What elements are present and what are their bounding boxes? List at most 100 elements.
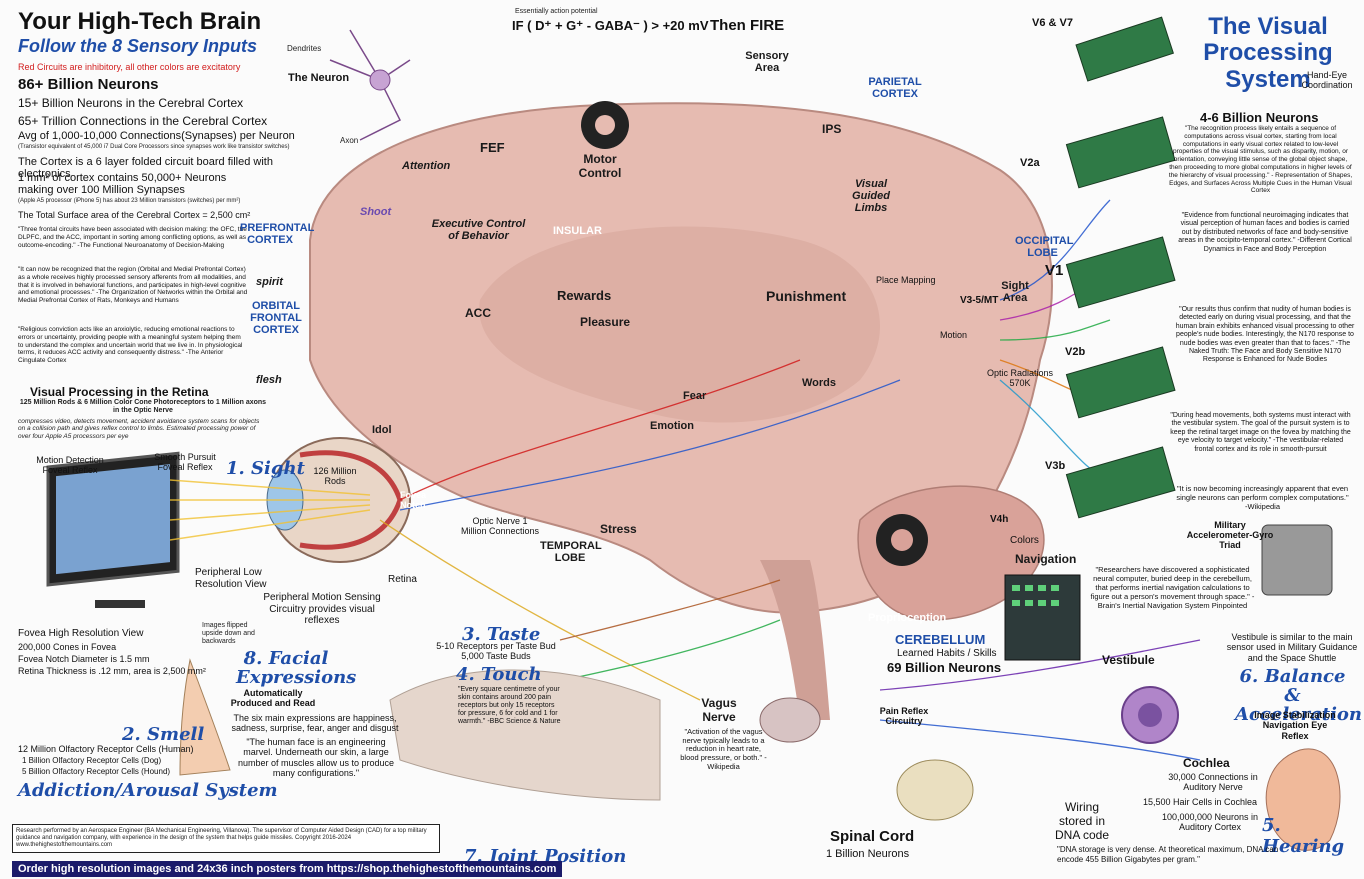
cerebellum-sub: Learned Habits / Skills <box>897 648 997 659</box>
page-title: Your High-Tech Brain <box>18 8 262 35</box>
spinal-cord-label: Spinal Cord <box>830 828 915 845</box>
cortex-line: The Cortex is a 6 layer folded circuit b… <box>18 156 273 180</box>
military-label: Military Accelerometer-Gyro Triad <box>1186 520 1274 550</box>
attention-label: Attention <box>402 160 451 172</box>
stat-line-1: 15+ Billion Neurons in the Cerebral Cort… <box>18 96 244 110</box>
visual-guided-label: Visual Guided Limbs <box>852 178 890 214</box>
cerebellum-neurons: 69 Billion Neurons <box>887 660 1002 675</box>
fovea-notch-label: Fovea Notch <box>400 490 427 511</box>
facial-sub: Automatically Produced and Read <box>230 688 316 709</box>
vp-title-line1: The Visual <box>1208 13 1328 40</box>
brain-stem <box>760 560 830 720</box>
vp-quote-2: "Evidence from functional neuroimaging i… <box>1178 212 1352 253</box>
vp-neurons: 4-6 Billion Neurons <box>1200 110 1319 125</box>
v6-v7-label: V6 & V7 <box>1032 17 1073 29</box>
cochlea-stat-3: 100,000,000 Neurons in Auditory Cortex <box>1161 812 1259 833</box>
neuron-label: The Neuron <box>288 72 350 84</box>
navigation-label: Navigation <box>1015 552 1077 566</box>
colors-label: Colors <box>1010 535 1039 546</box>
surface-area: The Total Surface area of the Cerebral C… <box>18 210 251 220</box>
stabilization-label: Image Stabilization Navigation Eye Refle… <box>1254 710 1336 741</box>
dna-wiring: Wiring stored in DNA code <box>1054 800 1110 842</box>
fear-label: Fear <box>683 390 707 402</box>
peripheral-motion-label: Peripheral Motion Sensing Circuitry prov… <box>263 592 381 626</box>
optic-radiations-label: Optic Radiations 570K <box>986 368 1054 389</box>
emotion-label: Emotion <box>650 420 694 432</box>
insular-label: INSULAR <box>553 225 602 237</box>
research-note: Research performed by an Aerospace Engin… <box>12 824 440 853</box>
sense-addiction: Addiction/Arousal System <box>18 780 278 801</box>
circuits-note: Red Circuits are inhibitory, all other c… <box>18 62 241 72</box>
left-quote-2: "It can now be recognized that the regio… <box>18 266 248 305</box>
vp-quote-3: "Our results thus confirm that nudity of… <box>1175 306 1355 364</box>
fovea-view-label: Fovea High Resolution View <box>18 628 144 639</box>
idol-label: Idol <box>372 424 392 436</box>
motion-detection-label: Motion Detection Foveal Reflex <box>36 455 104 476</box>
sense-facial: 8. Facial Expressions <box>236 648 357 688</box>
smell-stat-2: 1 Billion Olfactory Receptor Cells (Dog) <box>22 756 162 765</box>
shoot-label: Shoot <box>360 206 392 218</box>
punishment-label: Punishment <box>766 288 847 304</box>
navigation-quote: "Researchers have discovered a sophistic… <box>1090 565 1255 610</box>
smooth-pursuit-label: Smooth Pursuit Foveal Reflex <box>154 452 216 473</box>
occipital-label: OCCIPITAL LOBE <box>1015 235 1074 259</box>
transistor-note: (Transistor equivalent of 45,000 i7 Dual… <box>18 144 290 150</box>
vagus-label: Vagus Nerve <box>701 696 737 724</box>
limbic-region <box>479 226 880 423</box>
sense-touch: 4. Touch <box>456 664 542 685</box>
axon-label: Axon <box>340 136 359 145</box>
sense-balance: 6. Balance & Acceleration <box>1235 666 1363 725</box>
facial-desc: The six main expressions are happiness, … <box>231 713 399 734</box>
hand-eye-label: Hand-Eye Coordination <box>1301 70 1353 91</box>
sense-hearing: 5. Hearing <box>1262 815 1345 857</box>
pain-reflex-label: Pain Reflex Circuitry <box>879 706 929 726</box>
formula-equation: IF ( D⁺ + G⁺ - GABA⁻ ) > +20 mV <box>512 18 709 33</box>
nose-shape <box>179 658 231 776</box>
parietal-label: PARIETAL CORTEX <box>868 76 922 100</box>
cochlea-stat-2: 15,500 Hair Cells in Cochlea <box>1143 797 1258 807</box>
orbital-label: ORBITAL FRONTAL CORTEX <box>250 300 302 336</box>
sight-area-label: Sight Area <box>1001 280 1029 304</box>
retina-thickness-label: Retina Thickness is .12 mm, area is 2,50… <box>18 666 206 676</box>
v4h-label: V4h <box>990 514 1009 525</box>
formula-then: Then FIRE <box>710 17 785 34</box>
smell-stat-3: 5 Billion Olfactory Receptor Cells (Houn… <box>22 767 171 776</box>
pleasure-label: Pleasure <box>580 315 631 329</box>
v2a-label: V2a <box>1020 157 1040 169</box>
formula-prefix: Essentially action potential <box>515 8 598 15</box>
smell-stat-1: 12 Million Olfactory Receptor Cells (Hum… <box>18 744 194 754</box>
vestibule-desc: Vestibule is similar to the main sensor … <box>1226 632 1358 663</box>
retina-desc: compresses video, detects movement, acci… <box>18 418 260 440</box>
sense-smell: 2. Smell <box>122 724 205 745</box>
peripheral-low-label: Peripheral Low Resolution View <box>195 567 267 590</box>
motion-label: Motion <box>940 330 968 340</box>
touch-quote: "Every square centimetre of your skin co… <box>458 686 561 726</box>
page-subtitle: Follow the 8 Sensory Inputs <box>18 36 258 56</box>
proprioception-label: Proprioception <box>868 612 947 624</box>
vp-quote-1: "The recognition process likely entails … <box>1168 125 1353 195</box>
dna-quote: "DNA storage is very dense. At theoretic… <box>1057 845 1279 864</box>
neurons-headline: 86+ Billion Neurons <box>18 76 159 93</box>
spirit-label: spirit <box>256 276 283 288</box>
acc-label: ACC <box>465 306 491 320</box>
vp-title: The Visual Processing System <box>1183 13 1353 93</box>
spinal-section <box>896 759 974 821</box>
flesh-label: flesh <box>256 374 282 386</box>
vp-quote-4: "During head movements, both systems mus… <box>1170 412 1351 453</box>
sense-taste: 3. Taste <box>462 624 541 645</box>
facial-quote: "The human face is an engineering marvel… <box>237 737 395 779</box>
vp-title-line2: Processing <box>1203 39 1333 67</box>
cones-label: 200,000 Cones in Fovea <box>18 642 117 652</box>
notch-diameter-label: Fovea Notch Diameter is 1.5 mm <box>18 654 150 664</box>
optic-nerve-label: Optic Nerve 1 Million Connections <box>460 516 540 537</box>
vp-quote-5: "It is now becoming increasingly apparen… <box>1176 484 1349 511</box>
fef-label: FEF <box>480 140 505 155</box>
stress-label: Stress <box>600 522 637 536</box>
footer-order-link[interactable]: Order high resolution images and 24x36 i… <box>12 861 563 877</box>
stat-line-2: 65+ Trillion Connections in the Cerebral… <box>18 114 268 128</box>
vp-title-line3: System <box>1225 65 1311 93</box>
words-label: Words <box>802 377 837 389</box>
taste-sub: 5-10 Receptors per Taste Bud 5,000 Taste… <box>436 641 556 662</box>
exec-control-label: Executive Control of Behavior <box>431 218 526 242</box>
stat-line-3: Avg of 1,000-10,000 Connections(Synapses… <box>18 130 295 142</box>
